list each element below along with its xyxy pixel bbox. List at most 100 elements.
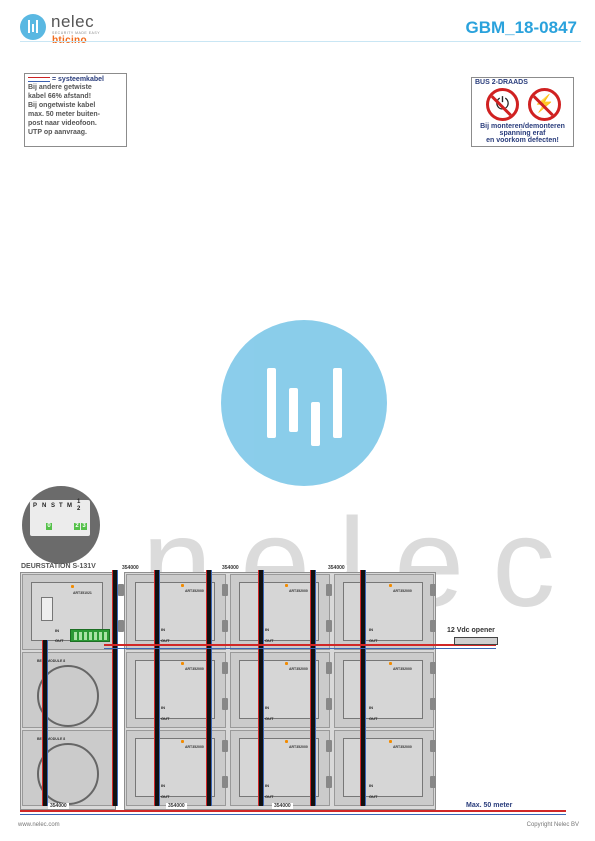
cable-code-label: 354000 <box>220 565 241 571</box>
io-out-label: OUT <box>161 638 170 643</box>
module-led <box>389 584 392 587</box>
button-module-face <box>239 738 319 797</box>
document-code: GBM_18-0847 <box>465 18 577 37</box>
module-led <box>71 585 74 588</box>
button-module-code: ART352000 <box>289 667 308 671</box>
bus-warning-title: BUS 2-DRAADS <box>475 79 528 86</box>
cable-note-box: = systeemkabel Bij andere getwiste kabel… <box>24 73 127 147</box>
cable-note-line: kabel 66% afstand! <box>28 93 92 100</box>
module-led <box>285 662 288 665</box>
cable-note-title: = systeemkabel <box>28 76 123 83</box>
hinge-icon <box>430 698 436 710</box>
terminal-led: 2 <box>74 523 80 530</box>
terminal-label: 2 <box>77 506 81 512</box>
button-module-code: ART352000 <box>289 745 308 749</box>
io-in-label: IN <box>265 627 269 632</box>
hinge-icon <box>222 584 228 596</box>
cable-note-line: Bij ongetwiste kabel <box>28 102 96 109</box>
hinge-icon <box>326 776 332 788</box>
cable-note-line: post naar videofoon. <box>28 120 97 127</box>
io-out-label: OUT <box>161 716 170 721</box>
system-cable <box>206 570 212 806</box>
cable-code-label: 354000 <box>48 803 69 809</box>
terminal-led: 0 <box>46 523 52 530</box>
terminal-label: T <box>59 503 63 509</box>
button-module-code: ART352000 <box>185 745 204 749</box>
riser-line-blue <box>20 814 566 815</box>
cable-note-line: max. 50 meter buiten- <box>28 111 100 118</box>
system-cable <box>360 570 366 806</box>
button-module: ART352000 IN OUT <box>334 652 434 728</box>
speaker-module-label: BEUGMODULE 8 <box>37 659 66 663</box>
cable-code-label: 354000 <box>272 803 293 809</box>
bus-warning-text: Bij monteren/demonteren spanning eraf en… <box>472 123 573 144</box>
door-station-title: DEURSTATION S-131V <box>21 563 96 570</box>
cable-note-line: Bij andere getwiste <box>28 84 92 91</box>
camera-unit-icon <box>41 597 53 621</box>
logo-brand: bticino <box>52 35 87 46</box>
bus-warning-line: spanning eraf <box>499 130 546 137</box>
terminal-label: N <box>42 503 47 509</box>
speaker-module: BEUGMODULE 8 <box>22 730 114 806</box>
io-in-label: IN <box>161 783 165 788</box>
bus-line-red <box>104 644 496 646</box>
watermark-logo-icon <box>221 320 387 486</box>
terminal-leds: 0 2 3 <box>30 523 90 532</box>
io-out-label: OUT <box>265 638 274 643</box>
hinge-icon <box>118 620 124 632</box>
system-cable <box>112 570 118 806</box>
terminal-led: 3 <box>81 523 87 530</box>
button-module-face <box>239 660 319 719</box>
hinge-icon <box>430 776 436 788</box>
terminal-connector-block <box>70 629 110 642</box>
speaker-module-label: BEUGMODULE 8 <box>37 737 66 741</box>
hinge-icon <box>430 584 436 596</box>
io-in-label: IN <box>369 627 373 632</box>
hinge-icon <box>326 662 332 674</box>
system-cable <box>258 570 264 806</box>
button-module-face <box>343 660 423 719</box>
button-module-code: ART352000 <box>393 589 412 593</box>
speaker-grill-icon <box>37 665 99 727</box>
button-module-code: ART352000 <box>185 667 204 671</box>
io-in-label: IN <box>369 783 373 788</box>
io-out-label: OUT <box>161 794 170 799</box>
hinge-icon <box>222 662 228 674</box>
module-led <box>181 584 184 587</box>
max-distance-label: Max. 50 meter <box>466 802 513 809</box>
bus-warning-line: en voorkom defecten! <box>486 137 559 144</box>
io-in-label: IN <box>265 783 269 788</box>
hinge-icon <box>222 740 228 752</box>
nelec-logo: nelec SECURITY MADE EASY bticino <box>20 12 120 46</box>
module-led <box>389 662 392 665</box>
button-module-code: ART352000 <box>185 589 204 593</box>
terminal-label: 1 <box>77 499 81 505</box>
button-module: ART352000 IN OUT <box>334 574 434 650</box>
button-module-face <box>239 582 319 641</box>
system-cable <box>42 640 48 806</box>
button-module-code: ART352000 <box>393 667 412 671</box>
module-led <box>181 740 184 743</box>
hinge-icon <box>430 740 436 752</box>
terminal-strip: P N S T M 1 2 <box>30 499 90 536</box>
button-module: ART352000 IN OUT <box>334 730 434 806</box>
module-led <box>285 584 288 587</box>
hinge-icon <box>326 620 332 632</box>
hinge-icon <box>222 698 228 710</box>
module-led <box>285 740 288 743</box>
io-out-label: OUT <box>55 638 64 643</box>
header-divider <box>20 41 581 42</box>
bus-line-blue <box>104 648 496 649</box>
system-cable-icon <box>28 77 50 82</box>
button-module-face <box>135 660 215 719</box>
button-module-face <box>343 582 423 641</box>
no-plug-warning-icon: ⏻ <box>486 88 519 121</box>
hinge-icon <box>430 662 436 674</box>
io-out-label: OUT <box>265 794 274 799</box>
io-in-label: IN <box>161 627 165 632</box>
footer-website: www.nelec.com <box>18 822 60 828</box>
system-cable <box>154 570 160 806</box>
speaker-module: BEUGMODULE 8 <box>22 652 114 728</box>
cable-code-label: 354000 <box>326 565 347 571</box>
module-led <box>181 662 184 665</box>
